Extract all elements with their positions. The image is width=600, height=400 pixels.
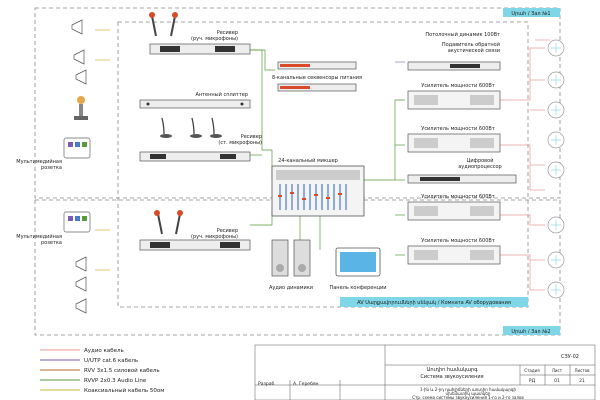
ceiling-speaker-marks <box>551 43 561 295</box>
conference-panel-label: Панель конференции <box>329 285 386 291</box>
antenna-splitter <box>139 99 251 109</box>
equipment-room-boundary <box>117 21 529 308</box>
zone2-speaker-1 <box>75 256 87 272</box>
zone1-tab <box>503 8 560 17</box>
receiver-desk <box>139 151 251 162</box>
sheets-val: 21 <box>579 378 585 384</box>
desc-line3: Стр. схема системы звукоусиления 1-го и … <box>412 395 524 400</box>
desc-line1: 1-ին և 2-րդ դահլիճների աուդիո համակարգի <box>420 387 517 392</box>
receiver-desk-label: Ресивер(ст. микрофоны) <box>218 134 262 146</box>
power-sequencer-label: 8-канальные секвенсоры питания <box>272 75 362 81</box>
doc-code: СЗУ-02 <box>561 354 579 360</box>
zone2-label: Սրահ / Зал №2 <box>511 329 550 335</box>
coax-cables <box>95 29 110 271</box>
mixer-24ch <box>271 165 365 217</box>
zone1-wall-speaker-1 <box>71 19 83 35</box>
zone2-speaker-3 <box>75 298 87 314</box>
ceiling-speaker-label: Потолочный динамик 100Вт <box>425 31 500 38</box>
legend-audio-line: RVVP 2x0.3 Audio Line <box>84 378 147 384</box>
av-room-band <box>340 297 528 307</box>
title-line1: Աուդիո համակարգ <box>427 367 479 373</box>
svg-text:Усилитель мощности 600Вт: Усилитель мощности 600Вт <box>421 83 495 89</box>
receiver-handheld <box>149 43 251 55</box>
title-line2: Система звукоусиления <box>420 374 483 380</box>
conference-panel <box>335 247 381 277</box>
power-sequencer-1 <box>277 61 357 70</box>
cable-legend: Аудио кабель U/UTP cat.6 кабель RVV 3x1.… <box>40 348 164 394</box>
multimedia-socket-1 <box>63 137 91 159</box>
stage-val: РД <box>529 378 536 384</box>
svg-text:Усилитель мощности 600Вт: Усилитель мощности 600Вт <box>421 126 495 132</box>
mixer-label: 24-канальный микшер <box>278 157 338 164</box>
amplifier-4: Усилитель мощности 600Вт <box>407 238 501 265</box>
feedback-suppressor <box>407 61 501 71</box>
audio-speakers <box>271 239 311 277</box>
amplifier-3: Усилитель мощности 600Вт <box>407 194 501 221</box>
zone2-tab <box>503 326 560 335</box>
receiver-handheld-2-label: Ресивер(руч. микрофоны) <box>191 228 238 240</box>
legend-power: RVV 3x1.5 силовой кабель <box>84 367 160 374</box>
zone1-speaker-3 <box>75 69 87 85</box>
handheld-mics-top <box>149 12 178 37</box>
author-name: А. Геребян <box>293 381 319 387</box>
handheld-mics-bottom <box>154 210 183 235</box>
desc-line2: սխեմատիկ պատկեր <box>446 391 491 396</box>
sheet-val: 01 <box>554 378 560 384</box>
title-block <box>254 344 596 400</box>
desk-mics <box>160 117 222 138</box>
legend-coax: Коаксиальный кабель 50ом <box>84 387 164 394</box>
dsp <box>407 174 517 184</box>
legend-audio: Аудио кабель <box>84 348 124 354</box>
speaker-cables <box>500 39 550 291</box>
zone1-label: Սրահ / Зал №1 <box>511 11 550 17</box>
receiver-handheld-label: Ресивер(руч. микрофоны) <box>191 30 238 42</box>
antenna-splitter-label: Антенный сплиттер <box>195 91 248 98</box>
zone2-speaker-2 <box>75 276 87 292</box>
svg-text:Усилитель мощности 600Вт: Усилитель мощности 600Вт <box>421 238 495 244</box>
power-sequencer-2 <box>277 83 357 92</box>
legend-utp: U/UTP cat.6 кабель <box>84 358 138 364</box>
role: Разраб <box>258 381 274 387</box>
col-sheets: Листов <box>575 368 591 373</box>
col-sheet: Лист <box>552 368 563 373</box>
col-stage: Стадия <box>524 368 540 373</box>
zone1-wall-speaker-2 <box>73 49 85 65</box>
amplifier-2: Усилитель мощности 600Вт <box>407 126 501 153</box>
amplifier-1: Усилитель мощности 600Вт <box>407 83 501 110</box>
receiver-handheld-2 <box>139 239 251 251</box>
audio-speakers-label: Аудио динамики <box>269 285 313 291</box>
svg-text:Усилитель мощности 600Вт: Усилитель мощности 600Вт <box>421 194 495 200</box>
av-room-label: AV Սարքավորումների սենյակ / Комната AV о… <box>357 300 511 306</box>
gooseneck-mic-1 <box>74 96 88 120</box>
multimedia-socket-2 <box>63 211 91 233</box>
